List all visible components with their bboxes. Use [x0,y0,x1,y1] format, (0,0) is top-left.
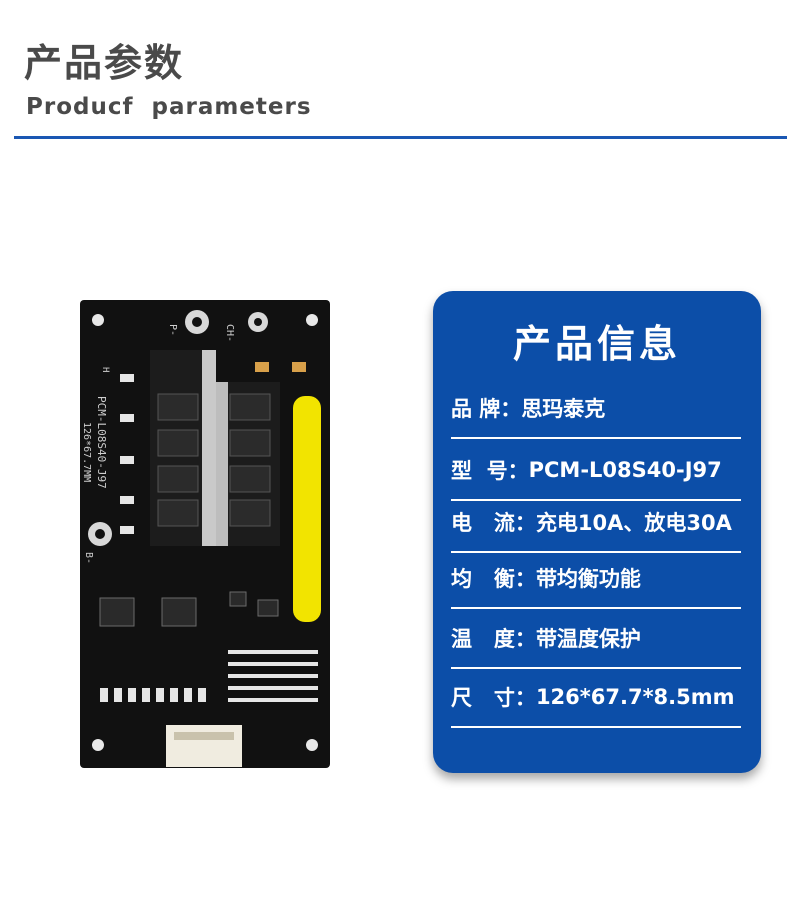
resistor-column [120,374,134,534]
info-label: 型 号： [451,459,529,483]
small-component [255,362,269,372]
product-info-card: 产品信息 品 牌： 思玛泰克 型 号： PCM-L08S40-J97 电 流： … [433,291,761,773]
heatsink-bar-right [216,382,228,546]
smd-row [100,650,318,702]
page-title: 产品参数 [24,41,185,85]
info-value: 充电10A、放电30A [535,511,732,535]
small-component [292,362,306,372]
model-silkscreen: PCM-L08S40-J97 [95,396,108,489]
info-row-model: 型 号： PCM-L08S40-J97 [451,441,741,501]
label-b-neg: B- [83,552,94,564]
size-silkscreen: 126*67.7MM [81,422,92,482]
card-title: 产品信息 [512,322,681,366]
terminal-b-neg-hole [95,529,105,539]
info-row-current: 电 流： 充电10A、放电30A [451,493,741,553]
balance-connector-pins [174,732,234,740]
page-subtitle: Producf parameters [26,94,312,120]
yellow-capacitor [293,396,321,622]
mount-hole [92,314,104,326]
heatsink-bar-left [202,350,216,546]
ic-cluster [99,591,279,627]
info-label: 电 流： [451,511,536,535]
info-label: 温 度： [451,627,536,651]
info-label: 品 牌： [451,397,522,421]
pcb-board-image: P- CH- B- H PCM-L08S40-J97 126*67.7MM [80,300,330,768]
info-value: 带均衡功能 [535,567,641,591]
header-divider [14,136,787,139]
info-value: 126*67.7*8.5mm [535,685,735,709]
info-value: PCM-L08S40-J97 [528,458,722,482]
mount-hole [306,739,318,751]
info-row-size: 尺 寸： 126*67.7*8.5mm [451,668,741,728]
mount-hole [92,739,104,751]
info-row-balance: 均 衡： 带均衡功能 [451,549,741,609]
label-h: H [100,367,110,372]
info-row-temperature: 温 度： 带温度保护 [451,609,741,669]
label-ch-neg: CH- [224,324,235,342]
terminal-ch-neg-hole [254,318,262,326]
terminal-p-neg-hole [192,317,202,327]
info-value: 带温度保护 [535,627,641,651]
label-p-neg: P- [167,324,178,336]
mount-hole [306,314,318,326]
mosfet-row [157,393,271,527]
info-value: 思玛泰克 [521,397,606,421]
info-row-brand: 品 牌： 思玛泰克 [451,379,741,439]
info-label: 均 衡： [451,567,536,591]
balance-connector [166,725,242,767]
info-label: 尺 寸： [451,686,536,710]
